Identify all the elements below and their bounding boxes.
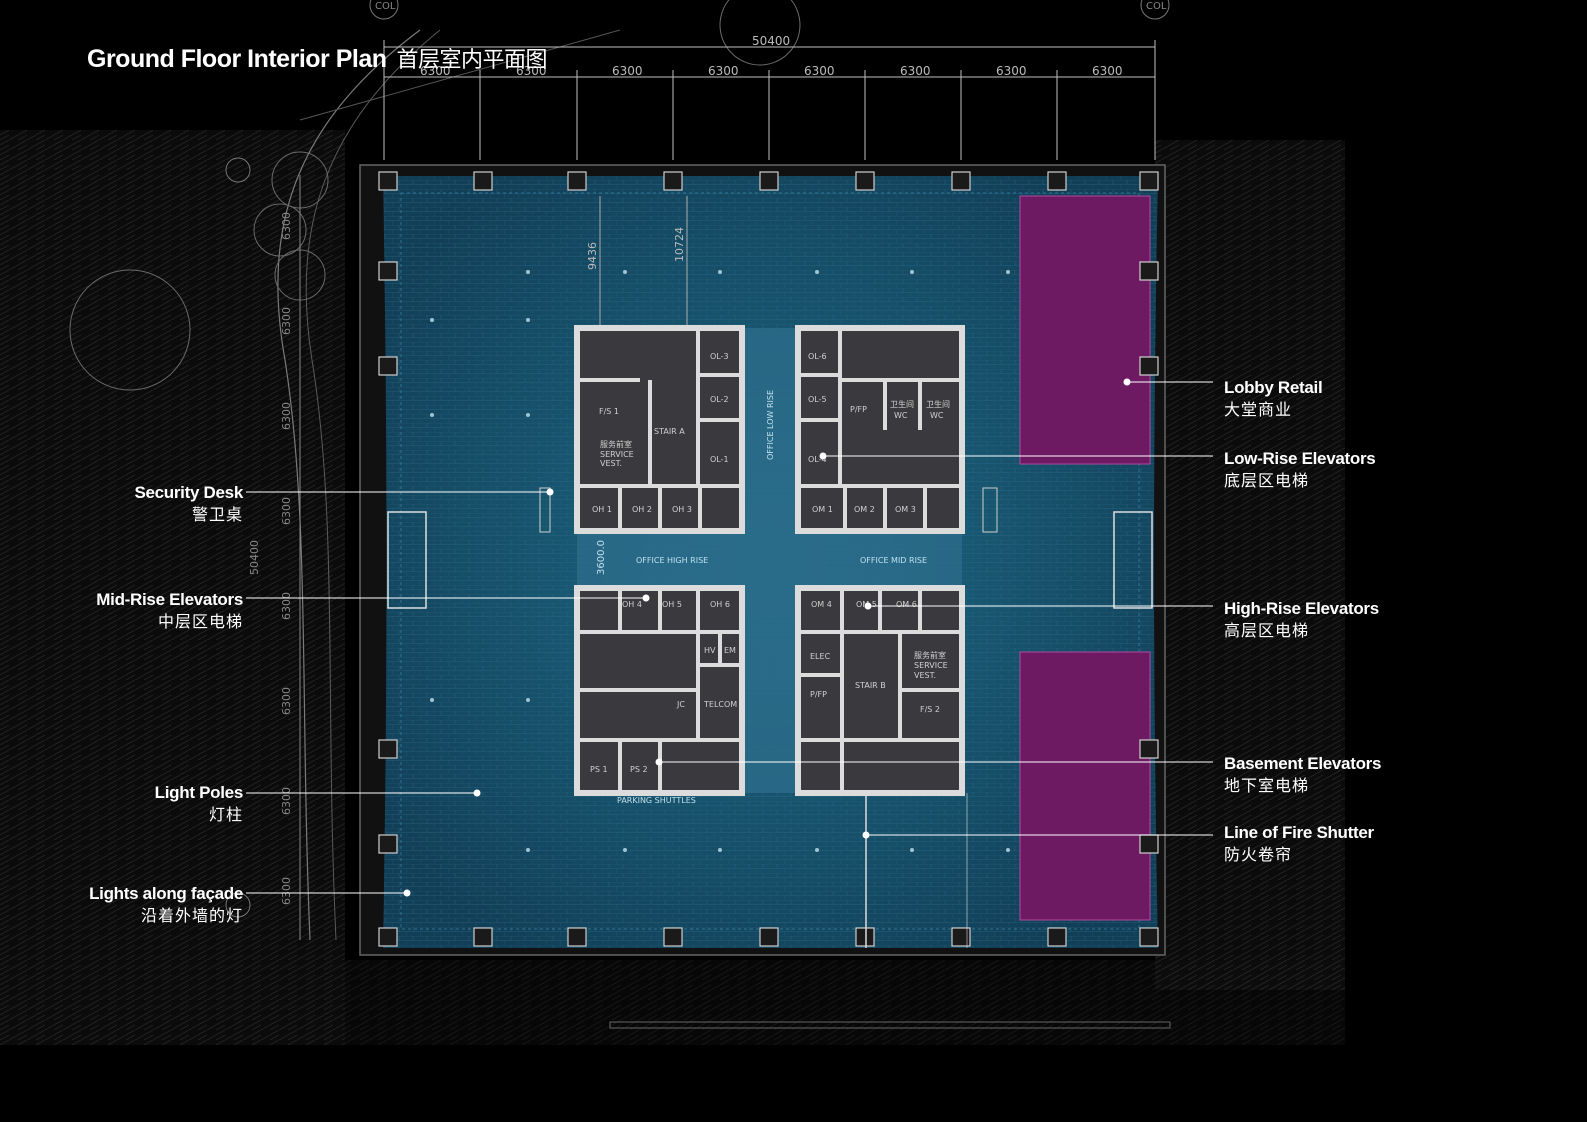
svg-text:OM 6: OM 6	[896, 600, 917, 609]
svg-text:OM 3: OM 3	[895, 505, 916, 514]
svg-text:OL-2: OL-2	[710, 395, 729, 404]
svg-text:OM 4: OM 4	[811, 600, 832, 609]
corridor-mid-rise: OFFICE MID RISE	[860, 556, 927, 565]
svg-text:OH 4: OH 4	[622, 600, 642, 609]
svg-text:6300: 6300	[280, 592, 293, 620]
svg-text:卫生间: 卫生间	[890, 399, 914, 409]
site-paving-west	[0, 130, 345, 1045]
dim-corridor: 3600.0	[596, 540, 607, 575]
svg-text:F/S 1: F/S 1	[599, 407, 619, 416]
label-mid-rise-elevators: Mid-Rise Elevators 中层区电梯	[96, 590, 243, 631]
svg-text:OH 1: OH 1	[592, 505, 612, 514]
dim-bay-6: 6300	[900, 64, 931, 78]
svg-text:PS 1: PS 1	[590, 765, 608, 774]
security-desk	[539, 487, 551, 533]
svg-text:EM: EM	[724, 646, 736, 655]
title-cn: 首层室内平面图	[396, 48, 548, 73]
label-lobby-retail: Lobby Retail 大堂商业	[1224, 378, 1323, 419]
svg-text:50400: 50400	[248, 540, 261, 575]
security-desk-east	[982, 487, 998, 533]
svg-text:F/S 2: F/S 2	[920, 705, 940, 714]
dim-bay-7: 6300	[996, 64, 1027, 78]
corridor-low-rise: OFFICE LOW RISE	[766, 390, 775, 460]
svg-text:卫生间: 卫生间	[926, 399, 950, 409]
svg-text:OH 5: OH 5	[662, 600, 682, 609]
svg-text:SERVICE: SERVICE	[914, 661, 948, 670]
lobby-retail-zones	[1019, 195, 1151, 921]
site-paving-south	[345, 960, 1345, 1045]
svg-text:6300: 6300	[280, 402, 293, 430]
svg-text:OH 6: OH 6	[710, 600, 730, 609]
dim-bay-3: 6300	[612, 64, 643, 78]
svg-text:6300: 6300	[280, 212, 293, 240]
dim-offset-a: 9436	[586, 242, 599, 270]
label-low-rise-elevators: Low-Rise Elevators 底层区电梯	[1224, 449, 1376, 490]
svg-text:6300: 6300	[280, 687, 293, 715]
columns	[378, 171, 1159, 947]
callout-leaders	[246, 381, 1213, 894]
corridor-high-rise: OFFICE HIGH RISE	[636, 556, 708, 565]
dim-offset-b: 10724	[673, 227, 686, 262]
label-security-desk: Security Desk 警卫桌	[134, 483, 243, 524]
svg-text:OM 1: OM 1	[812, 505, 833, 514]
svg-text:ELEC: ELEC	[810, 652, 831, 661]
svg-text:OL-1: OL-1	[710, 455, 729, 464]
svg-text:6300: 6300	[280, 497, 293, 525]
svg-text:PS 2: PS 2	[630, 765, 648, 774]
dimension-chain-top	[383, 40, 1156, 160]
label-light-poles: Light Poles 灯柱	[154, 783, 244, 824]
svg-text:P/FP: P/FP	[810, 690, 827, 699]
dim-bay-2: 6300	[516, 64, 547, 78]
light-pole-markers	[430, 270, 1010, 852]
svg-text:HV: HV	[704, 646, 716, 655]
svg-text:OL-3: OL-3	[710, 352, 729, 361]
svg-text:WC: WC	[894, 411, 908, 420]
callout-dots	[403, 378, 1131, 897]
site-edge	[609, 1021, 1171, 1029]
svg-text:JC: JC	[676, 700, 685, 709]
svg-text:SERVICE: SERVICE	[600, 450, 634, 459]
site-paving-east	[1155, 140, 1345, 990]
grid-tags	[225, 0, 1170, 918]
page-title: Ground Floor Interior Plan 首层室内平面图	[87, 42, 548, 74]
svg-text:VEST.: VEST.	[914, 671, 936, 680]
svg-text:TELCOM: TELCOM	[703, 700, 737, 709]
parking-shuttles-label: PARKING SHUTTLES	[617, 796, 696, 805]
svg-text:6300: 6300	[280, 877, 293, 905]
svg-text:OL-4: OL-4	[808, 455, 827, 464]
svg-text:6300: 6300	[280, 787, 293, 815]
svg-text:WC: WC	[930, 411, 944, 420]
svg-text:P/FP: P/FP	[850, 405, 867, 414]
dim-bay-1: 6300	[420, 64, 451, 78]
dim-bay-8: 6300	[1092, 64, 1123, 78]
svg-text:OL-5: OL-5	[808, 395, 827, 404]
dim-bay-5: 6300	[804, 64, 835, 78]
svg-text:OH 3: OH 3	[672, 505, 692, 514]
svg-text:服务前室: 服务前室	[600, 439, 632, 449]
title-en: Ground Floor Interior Plan	[87, 45, 387, 73]
building-core: OFFICE LOW RISE OFFICE HIGH RISE OFFICE …	[574, 325, 965, 805]
label-basement-elevators: Basement Elevators 地下室电梯	[1224, 754, 1382, 795]
svg-text:6300: 6300	[280, 307, 293, 335]
svg-text:STAIR A: STAIR A	[654, 427, 685, 436]
svg-text:OL-6: OL-6	[808, 352, 827, 361]
grid-tag-2: COL	[1146, 1, 1167, 12]
label-fire-shutter: Line of Fire Shutter 防火卷帘	[1224, 823, 1374, 864]
entrance-doors	[387, 511, 1153, 609]
label-high-rise-elevators: High-Rise Elevators 高层区电梯	[1224, 599, 1379, 640]
grid-tag-1: COL	[375, 1, 396, 12]
svg-text:STAIR B: STAIR B	[855, 681, 886, 690]
site-path-curve	[277, 29, 421, 941]
svg-text:OM 2: OM 2	[854, 505, 875, 514]
svg-text:VEST.: VEST.	[600, 459, 622, 468]
label-lights-facade: Lights along façade 沿着外墙的灯	[89, 884, 243, 925]
svg-text:服务前室: 服务前室	[914, 650, 946, 660]
dim-overall: 50400	[752, 34, 790, 48]
svg-text:OH 2: OH 2	[632, 505, 652, 514]
dim-bay-4: 6300	[708, 64, 739, 78]
